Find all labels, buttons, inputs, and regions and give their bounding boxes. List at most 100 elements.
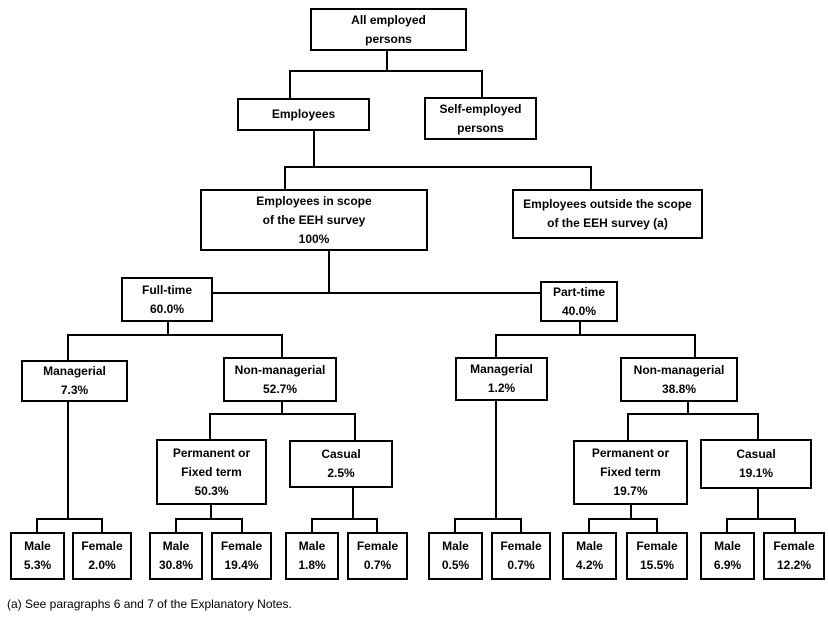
connector-line	[794, 518, 796, 533]
node-pt-casual-female: Female 12.2%	[763, 532, 825, 580]
node-ft-permanent-male: Male 30.8%	[149, 532, 203, 580]
connector-line	[311, 518, 378, 520]
connector-line	[67, 334, 69, 361]
connector-line	[284, 166, 592, 168]
connector-line	[241, 518, 243, 533]
node-pt-permanent-male: Male 4.2%	[562, 532, 617, 580]
node-employees: Employees	[237, 98, 370, 131]
connector-line	[590, 166, 592, 190]
node-ft-managerial-female: Female 2.0%	[72, 532, 132, 580]
node-value: 60.0%	[149, 301, 185, 316]
node-label: persons	[457, 120, 504, 135]
node-value: 38.8%	[661, 381, 697, 396]
node-label: Female	[81, 539, 123, 553]
node-employees-outside-scope: Employees outside the scope of the EEH s…	[512, 189, 703, 239]
node-label: Female	[220, 539, 263, 553]
node-self-employed-persons: Self-employed persons	[424, 97, 537, 140]
node-value: 12.2%	[776, 558, 812, 572]
connector-line	[313, 131, 315, 167]
connector-line	[209, 413, 356, 415]
node-value: 100%	[298, 231, 330, 246]
connector-line	[579, 321, 581, 336]
node-value: 2.5%	[327, 466, 355, 480]
node-label: of the EEH survey (a)	[547, 216, 668, 230]
connector-line	[354, 413, 356, 441]
connector-line	[588, 518, 658, 520]
connector-line	[454, 518, 522, 520]
connector-line	[36, 518, 103, 520]
connector-line	[656, 518, 658, 533]
connector-line	[481, 70, 483, 98]
node-value: 5.3%	[23, 558, 52, 572]
connector-line	[210, 504, 212, 520]
node-value: 30.8%	[158, 558, 194, 572]
node-value: 19.7%	[613, 484, 648, 498]
connector-line	[289, 70, 483, 72]
connector-line	[757, 488, 759, 520]
node-label: Non-managerial	[633, 362, 725, 377]
connector-line	[328, 250, 330, 294]
node-value: 50.3%	[194, 483, 229, 498]
connector-line	[495, 400, 497, 520]
connector-line	[36, 518, 38, 533]
node-value: 1.2%	[487, 381, 516, 395]
connector-line	[289, 70, 291, 99]
connector-line	[175, 518, 177, 533]
node-value: 6.9%	[713, 558, 742, 572]
node-pt-permanent-fixed-term: Permanent or Fixed term 19.7%	[573, 440, 688, 505]
connector-line	[627, 413, 629, 441]
node-label: Fixed term	[181, 464, 242, 479]
connector-line	[454, 518, 456, 533]
connector-line	[67, 401, 69, 520]
node-value: 1.8%	[298, 558, 326, 572]
node-value: 19.1%	[738, 466, 774, 480]
connector-line	[687, 401, 689, 415]
connector-line	[495, 334, 497, 358]
node-value: 52.7%	[262, 381, 298, 396]
node-label: of the EEH survey	[262, 212, 366, 227]
connector-line	[726, 518, 795, 520]
connector-line	[175, 518, 243, 520]
node-all-employed-persons: All employed persons	[310, 8, 467, 51]
node-full-time: Full-time 60.0%	[121, 277, 213, 322]
connector-line	[386, 51, 388, 71]
node-label: Managerial	[470, 362, 533, 376]
connector-line	[376, 518, 378, 533]
node-value: 19.4%	[224, 558, 259, 572]
node-value: 15.5%	[639, 558, 675, 572]
node-pt-permanent-female: Female 15.5%	[626, 532, 688, 580]
node-value: 7.3%	[60, 383, 89, 397]
connector-line	[281, 401, 283, 415]
node-label: All employed	[351, 12, 426, 27]
node-value: 2.0%	[88, 558, 116, 572]
node-label: Permanent or	[172, 445, 251, 460]
node-label: Employees in scope	[256, 193, 372, 208]
node-label: Employees	[271, 107, 336, 121]
node-label: Managerial	[43, 364, 106, 378]
node-ft-managerial-male: Male 5.3%	[10, 532, 65, 580]
connector-line	[588, 518, 590, 533]
node-ft-permanent-fixed-term: Permanent or Fixed term 50.3%	[156, 439, 267, 505]
node-pt-non-managerial: Non-managerial 38.8%	[620, 357, 738, 402]
node-label: Male	[298, 539, 326, 553]
node-employees-in-scope: Employees in scope of the EEH survey 100…	[200, 189, 428, 251]
node-pt-managerial: Managerial 1.2%	[455, 357, 548, 401]
connector-line	[495, 334, 696, 336]
node-label: Female	[773, 539, 815, 553]
node-value: 0.7%	[363, 558, 392, 572]
connector-line	[209, 413, 211, 440]
connector-line	[726, 518, 728, 533]
node-label: Fixed term	[600, 465, 661, 479]
node-label: Male	[576, 539, 603, 553]
node-pt-managerial-male: Male 0.5%	[428, 532, 483, 580]
node-ft-managerial: Managerial 7.3%	[21, 360, 128, 402]
node-ft-casual-male: Male 1.8%	[285, 532, 339, 580]
node-pt-managerial-female: Female 0.7%	[491, 532, 551, 580]
node-label: Casual	[321, 447, 361, 461]
node-label: Male	[714, 539, 741, 553]
node-label: Permanent or	[591, 446, 670, 460]
connector-line	[352, 487, 354, 520]
node-value: 4.2%	[575, 558, 604, 572]
node-value: 0.7%	[507, 558, 535, 572]
